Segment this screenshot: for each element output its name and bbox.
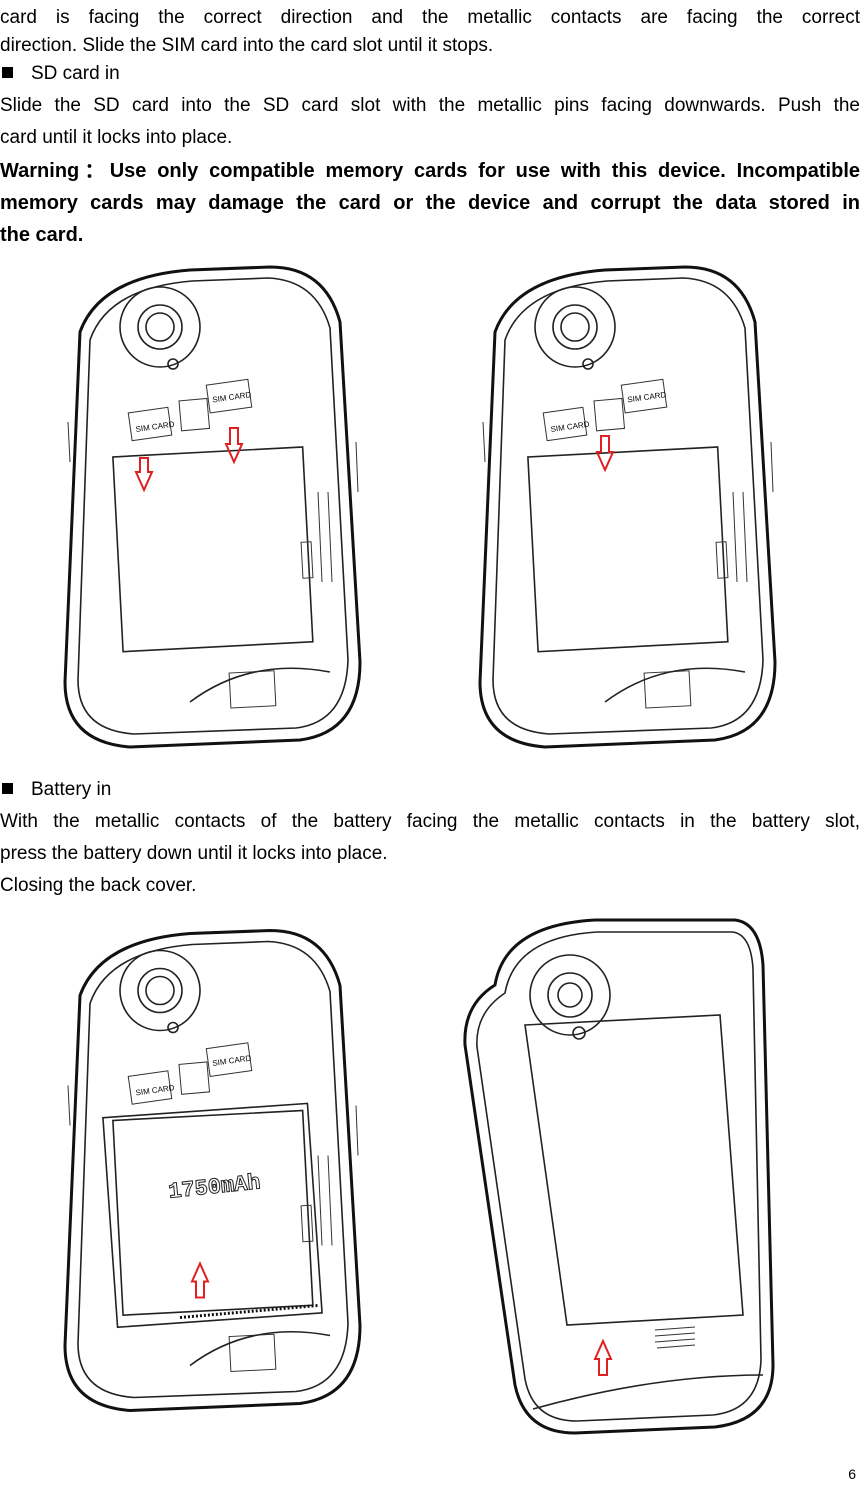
heading-sd-card: SD card in	[31, 63, 120, 84]
paragraph-line: With the metallic contacts of the batter…	[0, 811, 860, 832]
bullet-sd-card: SD card in	[2, 58, 602, 90]
battery-insertion-figure: SIM CARD SIM CARD 1750mAh	[63, 929, 362, 1412]
paragraph-line: Closing the back cover.	[0, 875, 197, 896]
paragraph-line: card until it locks into place.	[0, 127, 233, 148]
warning-line: Warning：Use only compatible memory cards…	[0, 160, 860, 182]
red-arrow-icon	[595, 435, 615, 473]
sd-card-insertion-figure-left: SIM CARD SIM CARD	[63, 265, 362, 749]
slot-label: SIM CARD	[550, 420, 590, 434]
back-cover-figure	[463, 918, 775, 1435]
paragraph-line: press the battery down until it locks in…	[0, 843, 388, 864]
bullet-battery: Battery in	[2, 774, 602, 806]
red-arrow-icon	[134, 457, 154, 493]
heading-battery: Battery in	[31, 779, 112, 800]
slot-label: SIM CARD	[135, 420, 175, 434]
red-arrow-down-icon	[593, 1338, 613, 1376]
back-cover-outline	[463, 918, 775, 1435]
warning-line: the card.	[0, 224, 84, 246]
paragraph-line: Slide the SD card into the SD card slot …	[0, 95, 860, 116]
slot-label: SIM CARD	[212, 390, 252, 404]
red-arrow-icon	[224, 427, 244, 465]
bullet-square-icon	[2, 783, 13, 794]
sd-card-insertion-figure-right: SIM CARD SIM CARD	[478, 265, 777, 749]
battery	[102, 1102, 323, 1329]
warning-line: memory cards may damage the card or the …	[0, 192, 860, 214]
slot-label: SIM CARD	[135, 1083, 175, 1097]
page-number: 6	[848, 1466, 856, 1482]
bullet-square-icon	[2, 67, 13, 78]
battery-capacity-label: 1750mAh	[167, 1170, 262, 1205]
slot-label: SIM CARD	[212, 1054, 252, 1068]
red-arrow-down-icon	[190, 1261, 210, 1299]
paragraph-line: card is facing the correct direction and…	[0, 7, 860, 28]
slot-label: SIM CARD	[627, 390, 667, 404]
paragraph-line: direction. Slide the SIM card into the c…	[0, 35, 494, 56]
